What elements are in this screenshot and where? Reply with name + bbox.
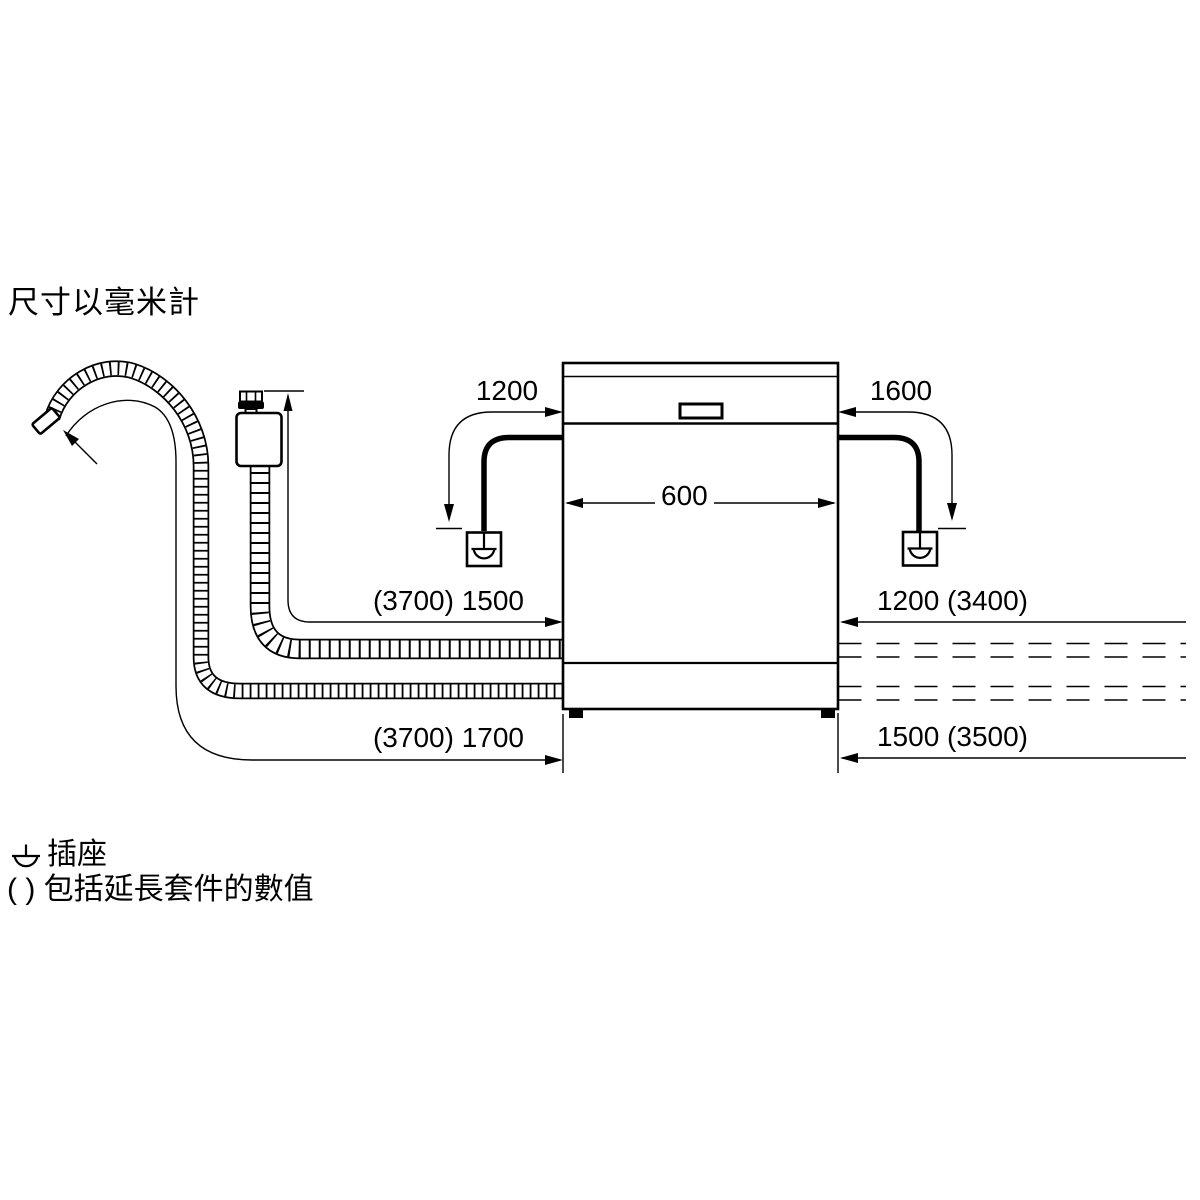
power-cord-left — [481, 434, 563, 531]
dimension-cord-right-1600 — [838, 407, 966, 530]
dim-label-supply-hose: (3700) 1500 — [372, 585, 524, 616]
legend-extension-note: ( ) 包括延長套件的數值 — [7, 873, 314, 906]
aquastop-valve — [235, 390, 283, 468]
dim-label-drain-hose: (3700) 1700 — [372, 722, 524, 753]
dimension-supply-hose-curve — [264, 390, 563, 627]
dim-label-right-bottom: 1500 (3500) — [876, 721, 1028, 752]
control-panel-display — [678, 402, 724, 420]
dim-label-width: 600 — [655, 482, 714, 510]
dimension-drain-hose-curve — [65, 399, 563, 765]
page-title: 尺寸以毫米計 — [8, 285, 200, 320]
supply-hose — [249, 462, 563, 660]
dimension-right-1500-3500 — [837, 713, 1186, 773]
drain-direction-arrow — [63, 430, 98, 465]
dimension-right-1200-3400 — [840, 617, 1186, 627]
foot-left — [569, 709, 583, 718]
dim-label-cord-right: 1600 — [869, 375, 933, 406]
socket-right-icon — [901, 530, 939, 567]
foot-right — [821, 709, 835, 718]
dim-label-cord-left: 1200 — [475, 375, 539, 406]
dimension-cord-left-1200 — [436, 407, 563, 530]
power-cord-right — [838, 434, 922, 531]
drain-hose — [44, 360, 563, 700]
dashed-hose-extension-lines — [838, 642, 1186, 701]
legend-socket-label: 插座 — [47, 838, 107, 871]
drain-hose-end-fitting — [31, 407, 61, 435]
dishwasher — [561, 361, 840, 718]
legend-socket-icon — [12, 844, 40, 868]
dim-label-right-mid: 1200 (3400) — [876, 585, 1028, 616]
socket-left-icon — [465, 531, 503, 568]
